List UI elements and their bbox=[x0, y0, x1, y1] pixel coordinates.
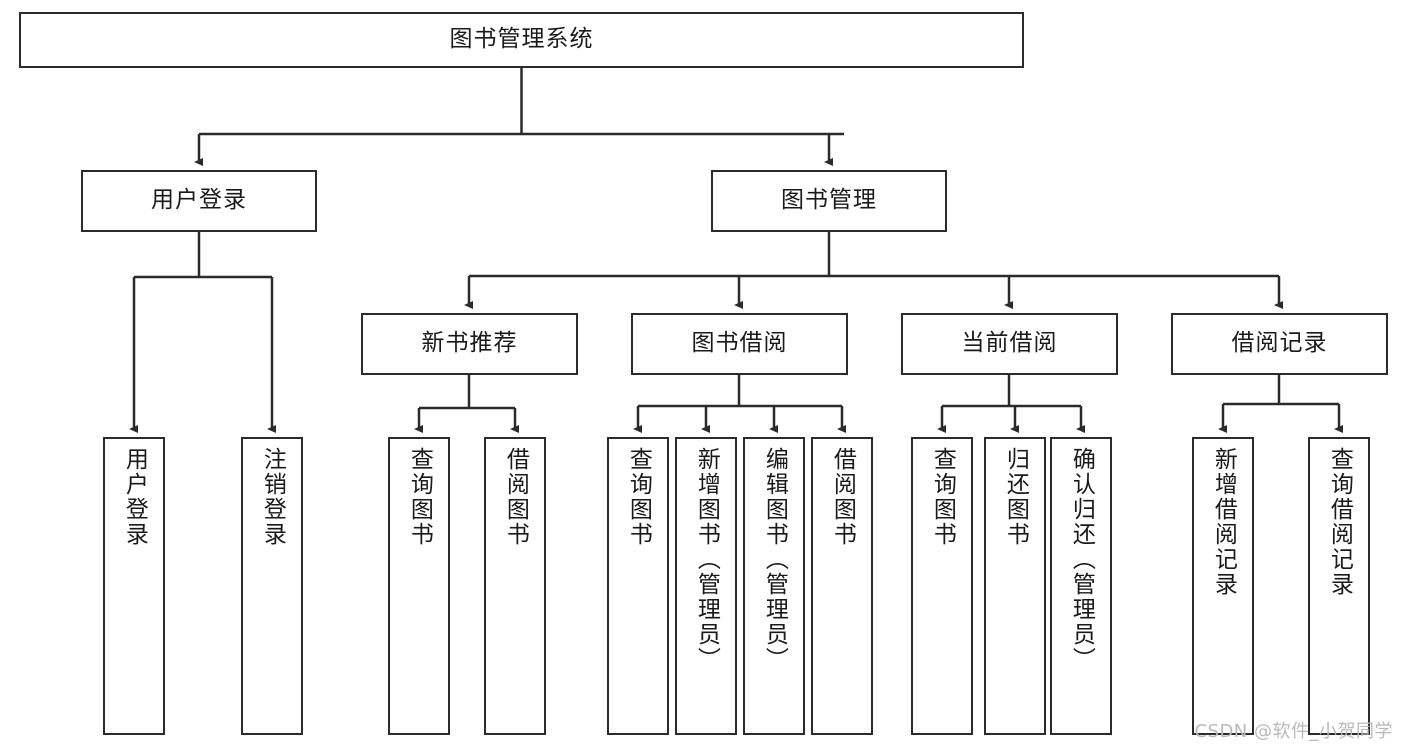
leaf-add-borrow-record-label: 新增借阅记录 bbox=[1210, 447, 1237, 597]
leaf-edit-book-admin[interactable]: 编辑图书（管理员） bbox=[743, 437, 805, 735]
leaf-user-login-label: 用户登录 bbox=[121, 447, 148, 547]
leaf-query-borrow-record[interactable]: 查询借阅记录 bbox=[1308, 437, 1370, 735]
leaf-add-book-admin[interactable]: 新增图书（管理员） bbox=[675, 437, 737, 735]
csdn-watermark: CSDN @软件_小贺同学 bbox=[1194, 721, 1393, 742]
node-user-login-label: 用户登录 bbox=[151, 187, 247, 214]
node-book-borrow-label: 图书借阅 bbox=[691, 330, 788, 357]
leaf-confirm-return-admin[interactable]: 确认归还（管理员） bbox=[1050, 437, 1112, 735]
leaf-borrow-book-newbook[interactable]: 借阅图书 bbox=[484, 437, 546, 735]
node-user-login[interactable]: 用户登录 bbox=[81, 170, 317, 232]
leaf-query-book-newbook-label: 查询图书 bbox=[406, 447, 433, 547]
node-root[interactable]: 图书管理系统 bbox=[19, 12, 1024, 68]
leaf-query-book-newbook[interactable]: 查询图书 bbox=[388, 437, 450, 735]
leaf-query-borrow-record-label: 查询借阅记录 bbox=[1326, 447, 1353, 597]
node-book-management-label: 图书管理 bbox=[781, 187, 877, 214]
leaf-borrow-book[interactable]: 借阅图书 bbox=[811, 437, 873, 735]
leaf-add-borrow-record[interactable]: 新增借阅记录 bbox=[1192, 437, 1254, 735]
leaf-borrow-book-label: 借阅图书 bbox=[829, 447, 856, 547]
node-new-book-recommend-label: 新书推荐 bbox=[421, 330, 518, 357]
leaf-query-book-current[interactable]: 查询图书 bbox=[911, 437, 973, 735]
node-book-borrow[interactable]: 图书借阅 bbox=[631, 313, 848, 375]
leaf-return-book-label: 归还图书 bbox=[1002, 447, 1029, 547]
leaf-edit-book-admin-label: 编辑图书（管理员） bbox=[761, 447, 788, 672]
leaf-borrow-book-newbook-label: 借阅图书 bbox=[502, 447, 529, 547]
node-current-borrow[interactable]: 当前借阅 bbox=[901, 313, 1118, 375]
node-book-management[interactable]: 图书管理 bbox=[711, 170, 947, 232]
node-borrow-record[interactable]: 借阅记录 bbox=[1171, 313, 1388, 375]
leaf-add-book-admin-label: 新增图书（管理员） bbox=[693, 447, 720, 672]
leaf-logout-login[interactable]: 注销登录 bbox=[241, 437, 303, 735]
leaf-query-book-borrow-label: 查询图书 bbox=[625, 447, 652, 547]
node-new-book-recommend[interactable]: 新书推荐 bbox=[361, 313, 578, 375]
node-current-borrow-label: 当前借阅 bbox=[961, 330, 1058, 357]
leaf-user-login[interactable]: 用户登录 bbox=[103, 437, 165, 735]
leaf-query-book-borrow[interactable]: 查询图书 bbox=[607, 437, 669, 735]
leaf-query-book-current-label: 查询图书 bbox=[929, 447, 956, 547]
leaf-logout-login-label: 注销登录 bbox=[259, 447, 286, 547]
leaf-return-book[interactable]: 归还图书 bbox=[984, 437, 1046, 735]
node-borrow-record-label: 借阅记录 bbox=[1231, 330, 1328, 357]
node-root-label: 图书管理系统 bbox=[449, 26, 594, 53]
leaf-confirm-return-admin-label: 确认归还（管理员） bbox=[1068, 447, 1095, 672]
